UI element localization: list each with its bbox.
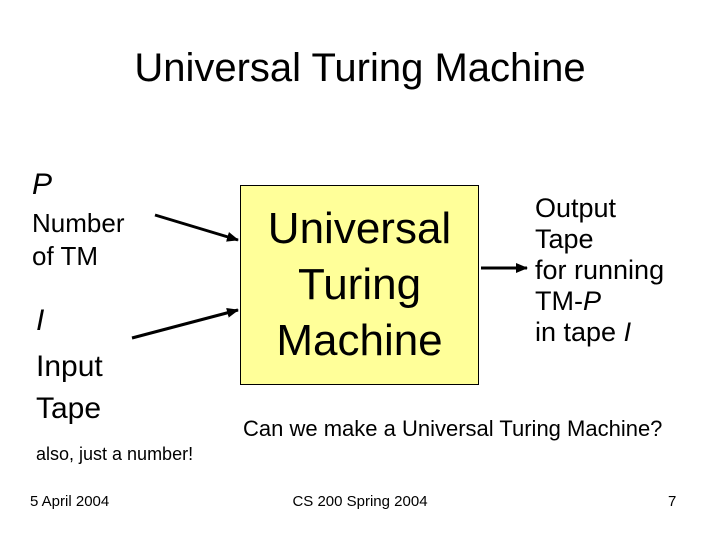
output-line-4-prefix: TM- [535,286,583,316]
output-line-2: Tape [535,224,594,254]
output-line-5-var: I [623,317,632,347]
tape-description-text: Input Tape [36,350,103,425]
tape-description: Input Tape [36,346,131,430]
output-line-1: Output [535,193,617,223]
program-description: Number of TM [32,207,152,273]
machine-label: Universal Turing Machine [267,204,452,365]
output-line-5: in tape I [535,317,664,348]
program-description-text: Number of TM [32,208,125,271]
tape-arrow [131,307,239,340]
program-label: P [32,168,53,201]
output-line-4-var: P [582,286,601,316]
number-note: also, just a number! [36,444,194,464]
footer-date: 5 April 2004 [30,493,110,510]
output-line-4: TM-P [535,286,664,317]
footer-page-number: 7 [668,493,677,510]
output-description: Output Tape for running TM-P in tape I [535,193,664,348]
question-text: Can we make a Universal Turing Machine? [243,416,663,441]
tape-label: I [36,304,45,337]
footer-course: CS 200 Spring 2004 [292,493,428,510]
output-line-3: for running [535,255,665,285]
slide-title: Universal Turing Machine [134,46,586,90]
output-line-5-prefix: in tape [535,317,624,347]
universal-turing-machine-box: Universal Turing Machine [240,185,479,385]
program-arrow [154,213,239,242]
